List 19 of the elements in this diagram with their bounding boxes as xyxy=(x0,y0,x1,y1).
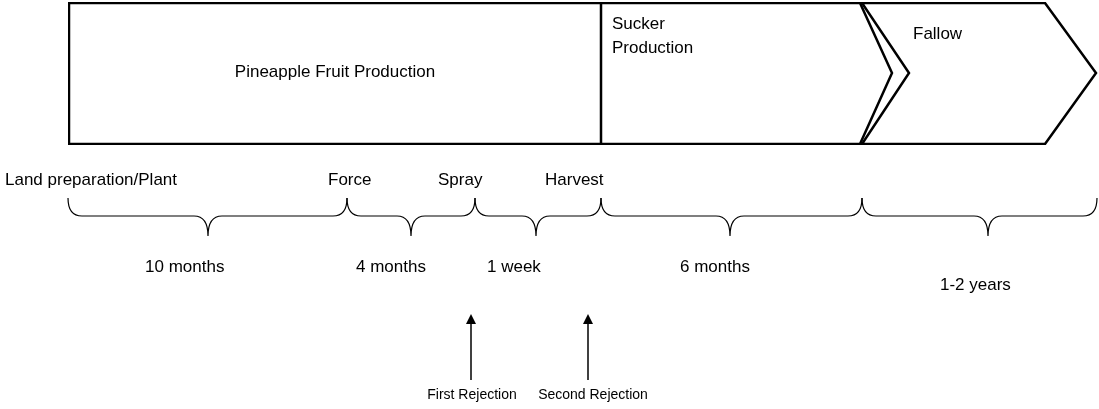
milestone-label: Harvest xyxy=(545,170,604,190)
arrow xyxy=(466,314,476,381)
duration-label: 4 months xyxy=(356,257,426,277)
arrow xyxy=(583,314,593,381)
phase-pentagon xyxy=(600,2,894,145)
phase-label: Fallow xyxy=(913,23,964,45)
duration-label: 1-2 years xyxy=(940,275,1011,295)
phase-label: Sucker Production xyxy=(612,13,695,59)
milestone-label: Land preparation/Plant xyxy=(5,170,178,190)
callout-text: Second Rejection xyxy=(537,385,649,404)
milestone-label: Spray xyxy=(438,170,483,190)
phase-pentagon xyxy=(861,2,1098,145)
callout-text: First Rejection xyxy=(426,385,518,404)
milestone-label: Force xyxy=(328,170,372,190)
duration-label: 1 week xyxy=(487,257,541,277)
phase-box xyxy=(68,2,602,145)
duration-label: 6 months xyxy=(680,257,750,277)
duration-label: 10 months xyxy=(145,257,225,277)
phase-label: Pineapple Fruit Production xyxy=(233,61,437,83)
